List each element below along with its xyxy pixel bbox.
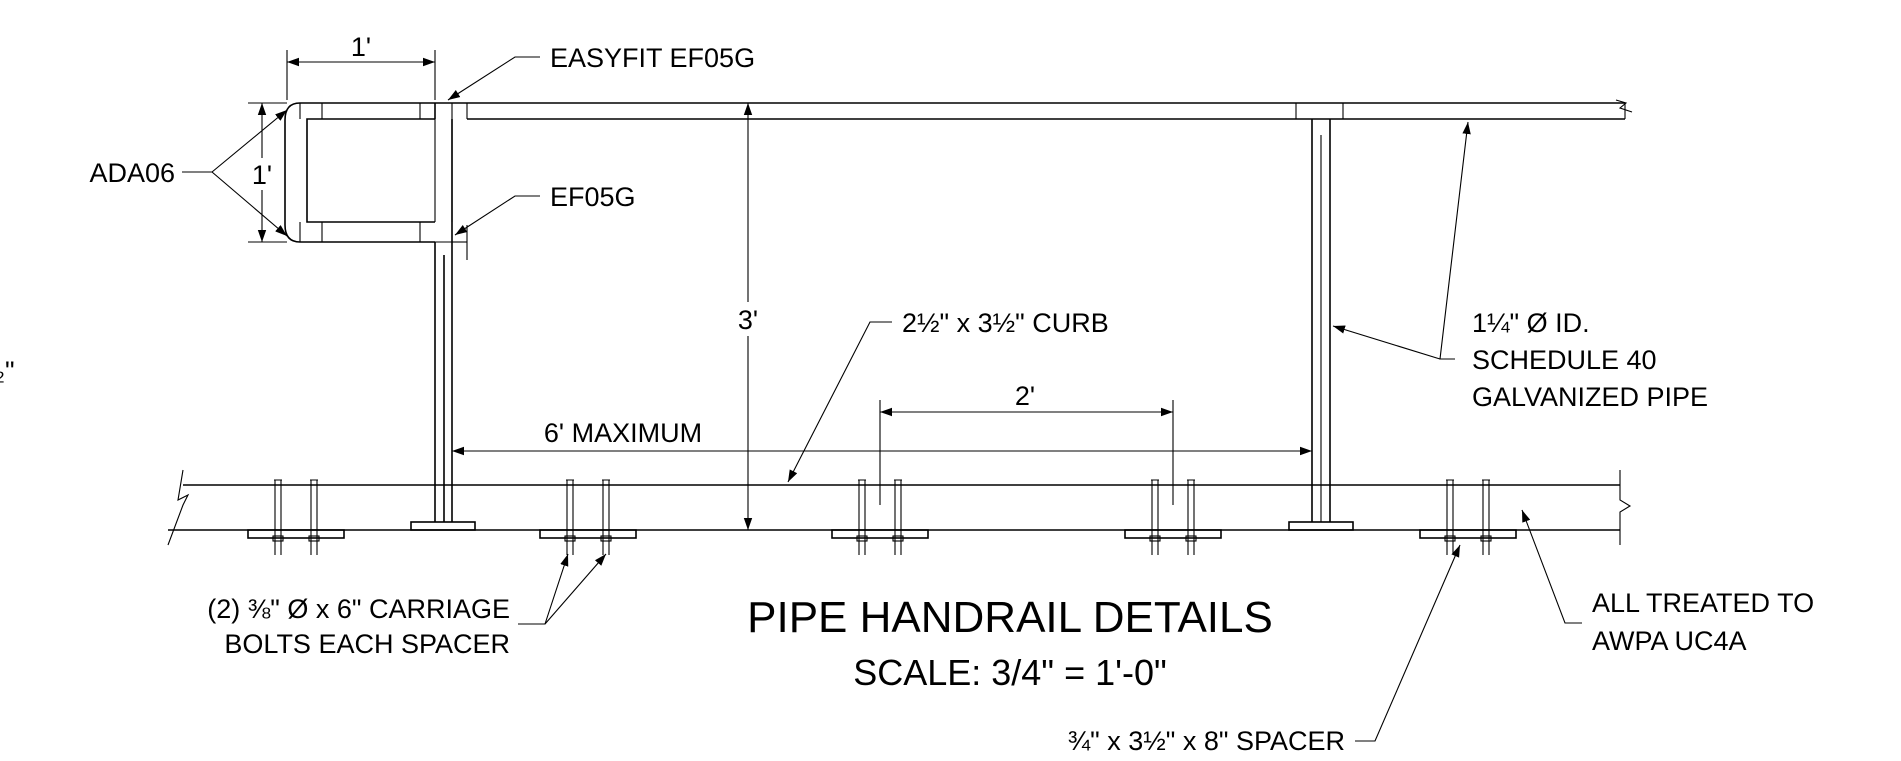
right-post bbox=[1288, 119, 1354, 531]
callout-ada06-label: ADA06 bbox=[89, 158, 175, 188]
top-rails bbox=[435, 99, 1633, 120]
spacer-block bbox=[247, 529, 345, 539]
left-post bbox=[410, 103, 476, 531]
curb bbox=[167, 469, 1632, 546]
bolt-nut bbox=[1149, 535, 1161, 542]
carriage-bolt bbox=[1482, 479, 1490, 555]
bolt-nut bbox=[1480, 535, 1492, 542]
callout-pipe-line1: 1¼" Ø ID. bbox=[1472, 308, 1590, 338]
carriage-bolt bbox=[274, 479, 282, 555]
callout-ef05g-label: EF05G bbox=[550, 182, 636, 212]
callout-treated: ALL TREATED TO AWPA UC4A bbox=[1521, 509, 1814, 656]
spacer-block bbox=[539, 529, 637, 539]
callout-treated-line2: AWPA UC4A bbox=[1592, 626, 1747, 656]
bolt-nut bbox=[600, 535, 612, 542]
dim-spacer-spacing: 2' bbox=[879, 381, 1174, 505]
callout-pipe-line2: SCHEDULE 40 bbox=[1472, 345, 1657, 375]
carriage-bolt bbox=[602, 479, 610, 555]
drawing-title: PIPE HANDRAIL DETAILS bbox=[747, 593, 1273, 642]
callout-pipe: 1¼" Ø ID. SCHEDULE 40 GALVANIZED PIPE bbox=[1332, 121, 1708, 412]
callout-spacer: ¾" x 3½" x 8" SPACER bbox=[1068, 544, 1461, 756]
carriage-bolt bbox=[566, 479, 574, 555]
bolt-nut bbox=[564, 535, 576, 542]
carriage-bolt bbox=[894, 479, 902, 555]
bolt-nut bbox=[308, 535, 320, 542]
dim-side-height: 1' bbox=[245, 102, 287, 243]
drawing-scale: SCALE: 3/4" = 1'-0" bbox=[853, 652, 1167, 693]
callout-curb-label: 2½" x 3½" CURB bbox=[902, 308, 1109, 338]
callout-pipe-line3: GALVANIZED PIPE bbox=[1472, 382, 1708, 412]
callout-bolts: (2) ⅜" Ø x 6" CARRIAGE BOLTS EACH SPACER bbox=[207, 553, 607, 659]
callout-ada06: ADA06 bbox=[89, 109, 288, 237]
dim-post-spacing-label: 6' MAXIMUM bbox=[544, 418, 702, 448]
callout-spacer-label: ¾" x 3½" x 8" SPACER bbox=[1068, 726, 1345, 756]
carriage-bolt bbox=[858, 479, 866, 555]
callout-curb: 2½" x 3½" CURB bbox=[787, 308, 1109, 483]
carriage-bolt bbox=[310, 479, 318, 555]
edge-fragment-text: ⁄₂" bbox=[0, 356, 15, 386]
dim-post-spacing: 6' MAXIMUM bbox=[452, 418, 1312, 456]
callout-treated-line1: ALL TREATED TO bbox=[1592, 588, 1814, 618]
dim-rail-height-label: 3' bbox=[738, 305, 758, 335]
callout-easyfit-label: EASYFIT EF05G bbox=[550, 43, 755, 73]
bolt-nut bbox=[1185, 535, 1197, 542]
carriage-bolt bbox=[1446, 479, 1454, 555]
dim-top-width: 1' bbox=[286, 32, 436, 100]
callout-bolts-line1: (2) ⅜" Ø x 6" CARRIAGE bbox=[207, 594, 510, 624]
spacer-block bbox=[831, 529, 929, 539]
carriage-bolt bbox=[1187, 479, 1195, 555]
bolt-nut bbox=[892, 535, 904, 542]
dim-side-height-label: 1' bbox=[252, 160, 272, 190]
dim-top-width-label: 1' bbox=[351, 32, 371, 62]
callout-ef05g: EF05G bbox=[454, 182, 636, 236]
carriage-bolt bbox=[1151, 479, 1159, 555]
bolt-nut bbox=[1444, 535, 1456, 542]
dim-spacer-spacing-label: 2' bbox=[1015, 381, 1035, 411]
bolt-nut bbox=[272, 535, 284, 542]
callout-easyfit: EASYFIT EF05G bbox=[447, 43, 755, 101]
spacer-block bbox=[1419, 529, 1517, 539]
rail-end-detail bbox=[284, 102, 453, 243]
bolt-nut bbox=[856, 535, 868, 542]
callout-bolts-line2: BOLTS EACH SPACER bbox=[224, 629, 510, 659]
dim-rail-height: 3' bbox=[728, 103, 768, 530]
spacer-block bbox=[1124, 529, 1222, 539]
spacers bbox=[247, 479, 1517, 555]
